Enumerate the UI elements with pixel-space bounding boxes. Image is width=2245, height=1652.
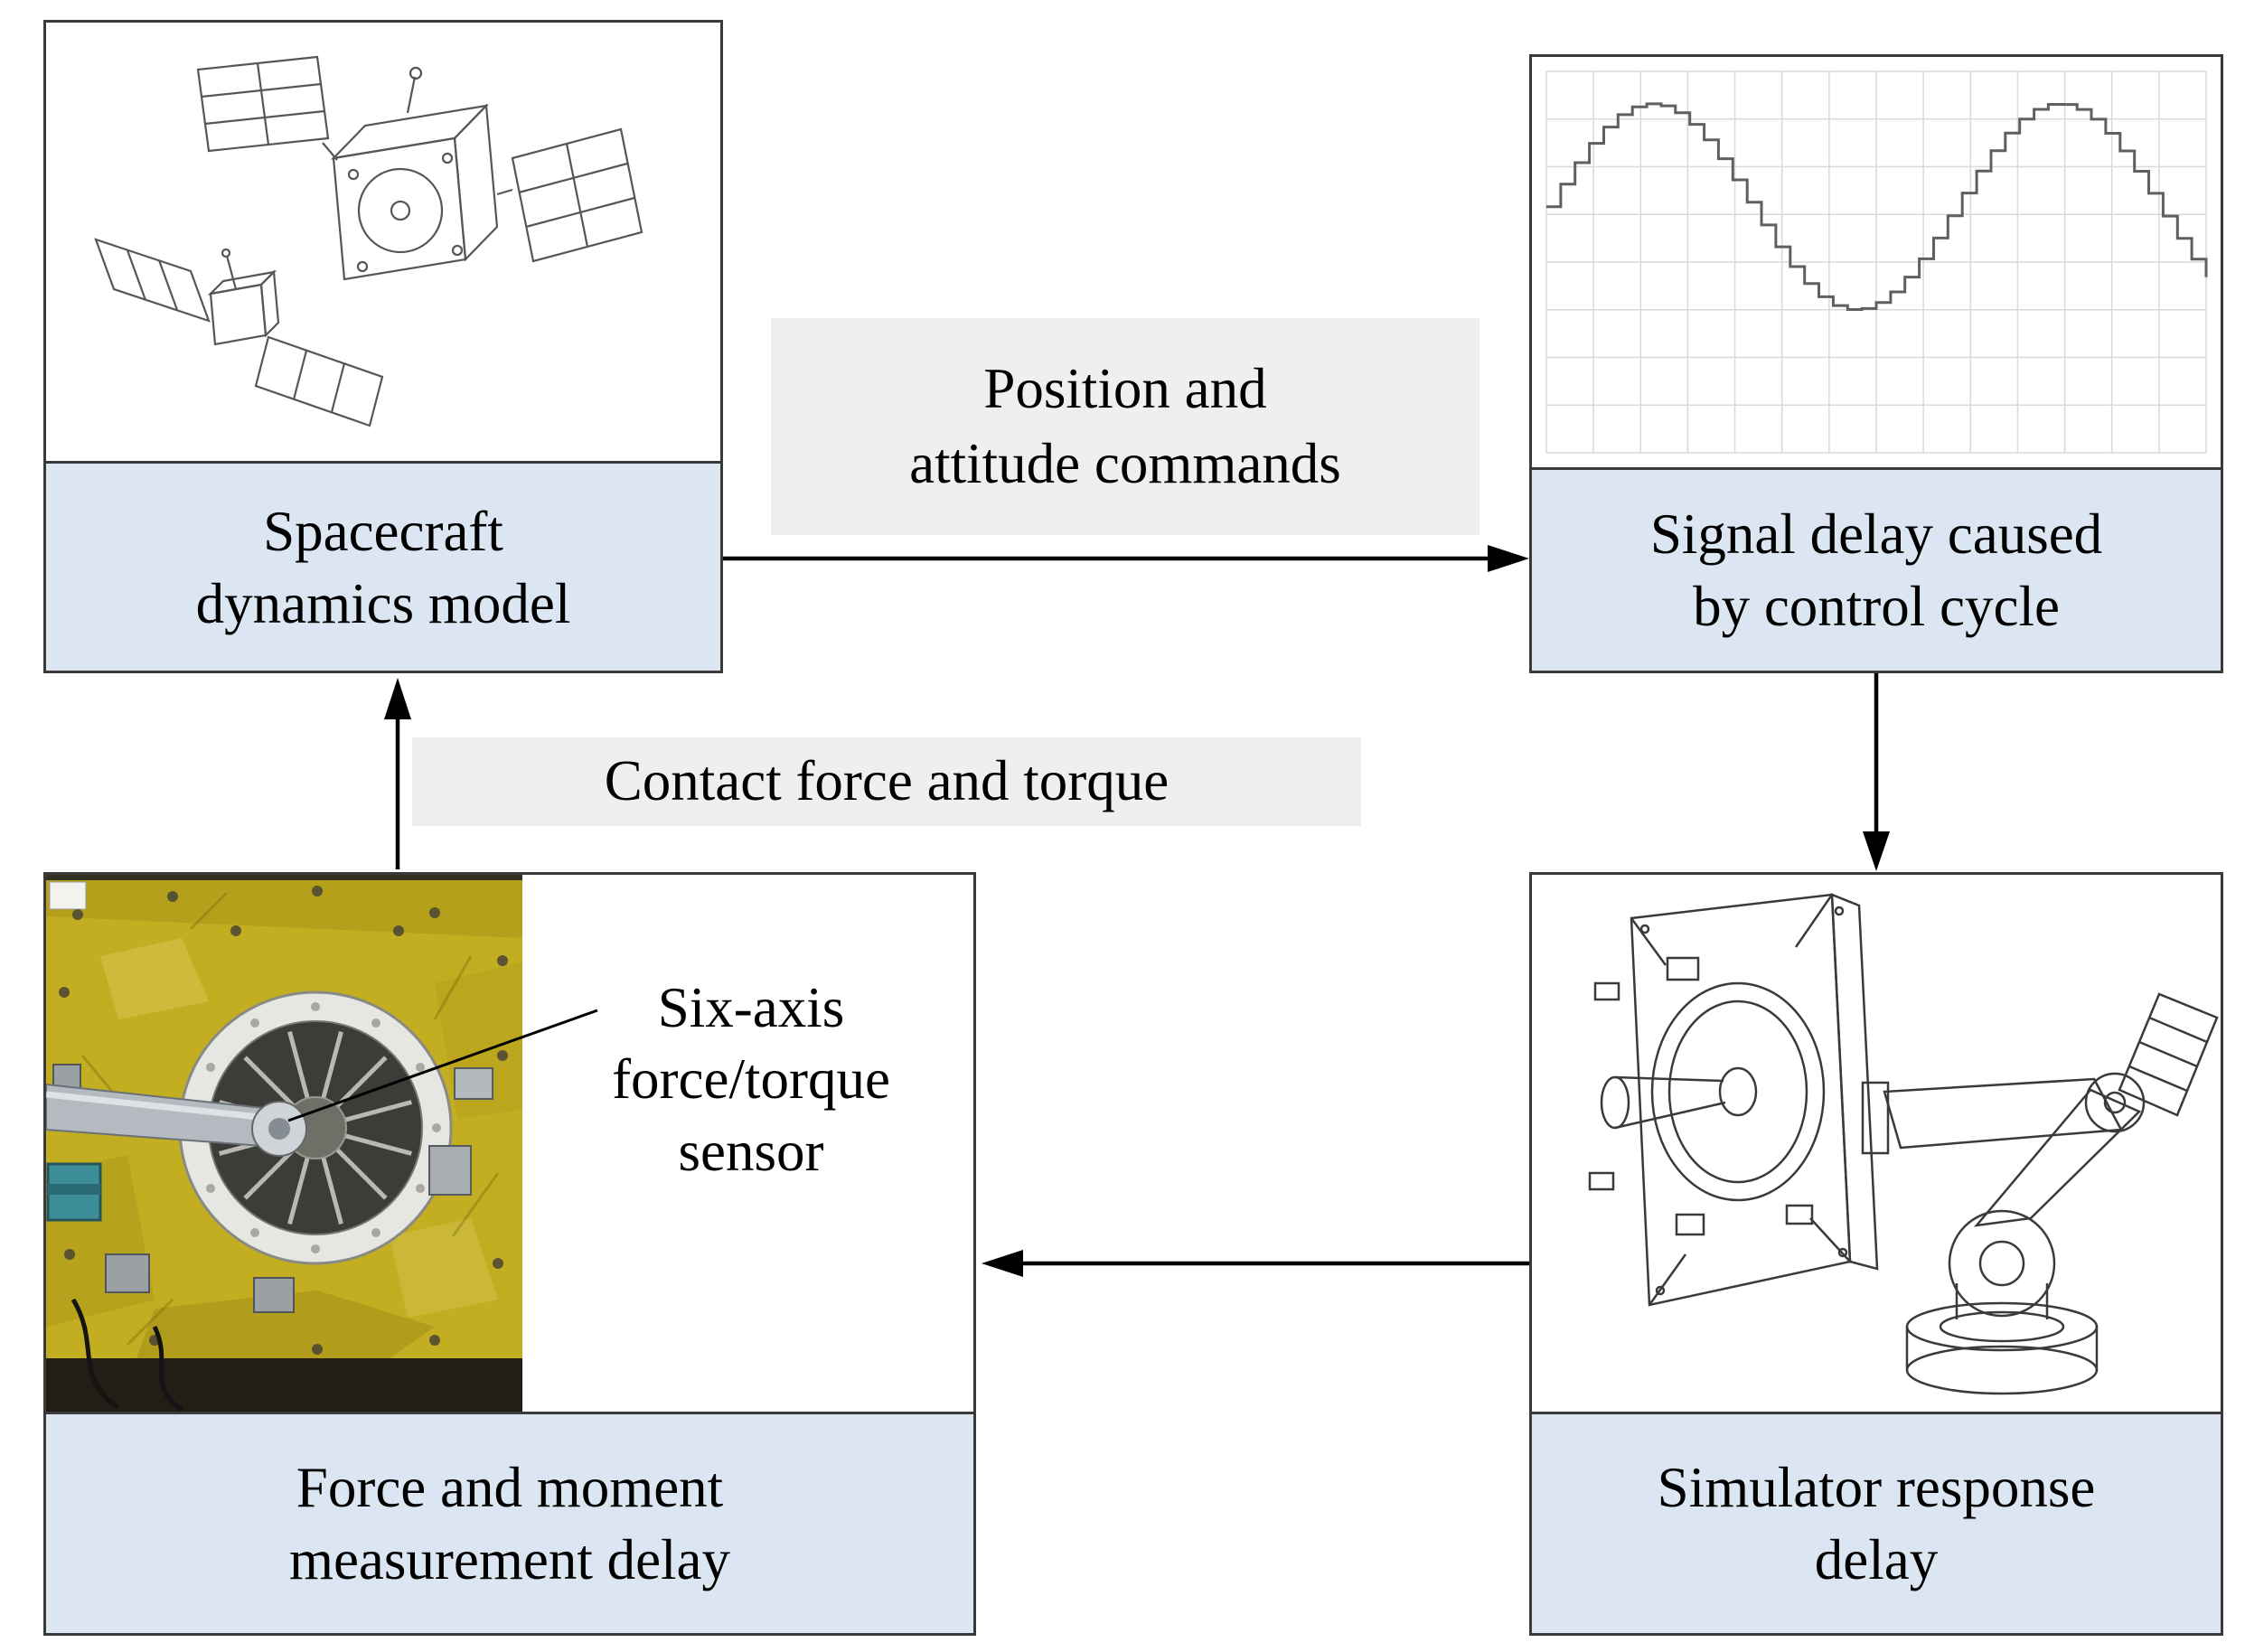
arrow-position-commands xyxy=(723,545,1529,572)
arrow-simulator-to-force xyxy=(982,1250,1529,1277)
panel-ring-and-cone xyxy=(1600,981,1826,1202)
signal-delay-block-label: Signal delay caused by control cycle xyxy=(1532,467,2221,671)
panel-rivets xyxy=(59,886,508,1355)
spacecraft-label-line1: Spacecraft xyxy=(263,499,503,563)
sensor-annotation-line3: sensor xyxy=(678,1119,824,1183)
block-force-measurement: Six-axis force/torque sensor Force and m… xyxy=(43,872,976,1636)
sensor-annotation-line2: force/torque xyxy=(612,1047,890,1112)
label-position-attitude-commands: Position and attitude commands xyxy=(771,318,1479,535)
forearm-link xyxy=(1883,1077,2124,1150)
spacecraft-label-line2: dynamics model xyxy=(195,571,571,635)
spacecraft-block-label: Spacecraft dynamics model xyxy=(46,461,720,671)
block-spacecraft-dynamics: Spacecraft dynamics model xyxy=(43,20,723,673)
simulator-delay-label-line1: Simulator response xyxy=(1657,1456,2096,1519)
corner-tag xyxy=(49,881,87,910)
satellite-line-drawing xyxy=(46,23,720,461)
photo-top-edge xyxy=(46,875,522,880)
block-signal-delay: Signal delay caused by control cycle xyxy=(1529,54,2223,673)
arrow-signal-to-simulator xyxy=(1863,673,1890,871)
ribbed-actuator xyxy=(2118,992,2219,1117)
contact-force-line1: Contact force and torque xyxy=(604,749,1169,813)
solar-panel-left xyxy=(196,55,338,161)
arrow-force-to-spacecraft xyxy=(384,678,411,869)
stepped-sine-chart xyxy=(1545,70,2208,454)
plot-grid xyxy=(1545,70,2207,454)
satellite-body xyxy=(330,66,499,281)
force-measurement-content: Six-axis force/torque sensor xyxy=(46,875,973,1412)
force-delay-block-label: Force and moment measurement delay xyxy=(46,1412,973,1633)
stepped-sine-wave xyxy=(1546,102,2208,311)
solar-panel-right xyxy=(496,127,643,263)
upper-arm-link xyxy=(1973,1088,2142,1227)
shoulder-joint xyxy=(1948,1209,2056,1318)
signal-delay-label-line2: by control cycle xyxy=(1693,575,2060,638)
robot-base xyxy=(1905,1345,2099,1395)
sensor-arm xyxy=(46,1083,307,1222)
satellite-illustration xyxy=(94,55,643,427)
block-simulator-delay: Simulator response delay xyxy=(1529,872,2223,1636)
force-delay-label-line2: measurement delay xyxy=(288,1528,731,1591)
sensor-annotation: Six-axis force/torque sensor xyxy=(552,972,950,1187)
signal-delay-label-line1: Signal delay caused xyxy=(1649,502,2103,566)
label-contact-force-torque: Contact force and torque xyxy=(412,737,1361,826)
position-commands-line1: Position and xyxy=(983,356,1267,420)
robot-simulator-illustration xyxy=(1588,893,2219,1395)
force-delay-label-line1: Force and moment xyxy=(296,1456,724,1519)
simulator-delay-block-label: Simulator response delay xyxy=(1532,1412,2221,1633)
robot-arm xyxy=(1861,992,2219,1395)
sensor-annotation-line1: Six-axis xyxy=(657,976,845,1039)
elbow-joint xyxy=(2084,1072,2146,1133)
satellite-mockup-photo xyxy=(46,875,522,1412)
target-panel xyxy=(1588,893,1879,1307)
wrist-plate xyxy=(1861,1081,1890,1155)
stepped-signal-plot xyxy=(1532,57,2221,467)
photo-bottom-shadow xyxy=(46,1298,522,1412)
position-commands-line2: attitude commands xyxy=(909,432,1341,495)
simulator-delay-label-line2: delay xyxy=(1814,1528,1939,1591)
robot-line-drawing xyxy=(1532,875,2221,1412)
small-satellite xyxy=(94,238,384,427)
